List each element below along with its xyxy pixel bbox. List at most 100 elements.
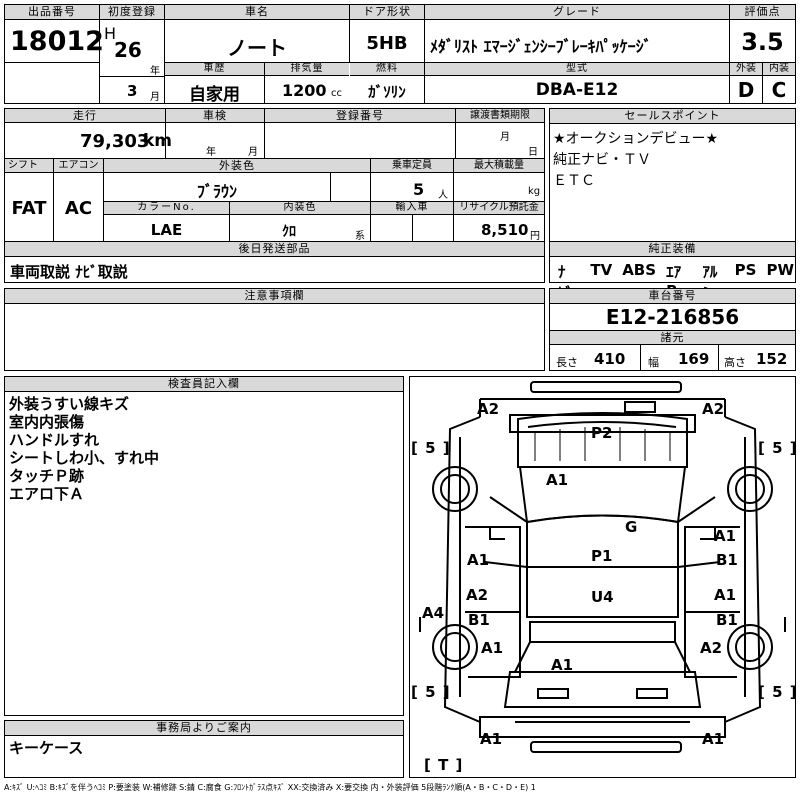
tire-spare: [ T ] bbox=[424, 756, 464, 774]
history-label: 車歴 bbox=[165, 63, 264, 76]
chassis-number: E12-216856 bbox=[605, 305, 740, 329]
displacement: 1200 bbox=[282, 81, 327, 100]
equipment-label: 純正装備 bbox=[550, 242, 795, 257]
mark-g-windshield: G bbox=[625, 518, 638, 536]
capacity: 5 bbox=[413, 180, 425, 199]
car-name: ノート bbox=[227, 36, 287, 60]
ext-grade: D bbox=[737, 78, 755, 102]
inspector-box bbox=[4, 376, 404, 716]
load-unit: kg bbox=[528, 186, 541, 197]
office-notes: キーケース bbox=[9, 739, 84, 757]
recycle-unit: 円 bbox=[530, 231, 540, 242]
mark-p1-roof: P1 bbox=[591, 547, 613, 565]
fuel: ｶﾞｿﾘﾝ bbox=[368, 83, 406, 101]
grade-label: グレード bbox=[425, 5, 729, 20]
transfer-month-unit: 月 bbox=[500, 132, 510, 143]
shift: FAT bbox=[11, 198, 47, 219]
height: 152 bbox=[756, 350, 788, 368]
equipment-item: ABS bbox=[622, 261, 657, 279]
equipment-list: ﾅﾋﾞ TV ABS ｴｱB ｱﾙﾐ PS PW bbox=[558, 261, 794, 303]
air-conditioner: AC bbox=[64, 198, 93, 219]
interior-color: ｸﾛ bbox=[282, 224, 296, 240]
reg-month: 3 bbox=[127, 82, 138, 100]
model: DBA-E12 bbox=[535, 80, 619, 100]
interior-color-unit: 系 bbox=[355, 231, 365, 242]
mark-a1-left-quarter: A1 bbox=[481, 639, 504, 657]
exterior-color: ﾌﾞﾗｳﾝ bbox=[196, 182, 237, 201]
mark-b1-right-front: B1 bbox=[716, 551, 738, 569]
length: 410 bbox=[594, 350, 626, 368]
mileage-label: 走行 bbox=[5, 109, 165, 123]
mark-a1-right-front: A1 bbox=[714, 527, 737, 545]
displacement-label: 排気量 bbox=[265, 63, 349, 76]
caution-label: 注意事項欄 bbox=[5, 289, 544, 304]
color-number: LAE bbox=[150, 221, 183, 239]
capacity-unit: 人 bbox=[438, 190, 448, 201]
model-label: 型式 bbox=[425, 63, 729, 76]
mark-a2-front-left: A2 bbox=[477, 400, 500, 418]
inspector-notes: 外装うすい線キズ 室内内張傷 ハンドルすれ シートしわ小、すれ中 タッチＰ跡 エ… bbox=[9, 395, 160, 503]
mark-a1-right-rear: A1 bbox=[714, 586, 737, 604]
caution-box bbox=[4, 288, 545, 371]
sales-points-label: セールスポイント bbox=[550, 109, 795, 124]
car-outline bbox=[419, 381, 786, 753]
mark-b1-left-rear: B1 bbox=[468, 611, 490, 629]
door-type: 5HB bbox=[366, 33, 408, 54]
mark-p2-hood: P2 bbox=[591, 424, 613, 442]
tire-front-right: [ 5 ] bbox=[758, 439, 798, 457]
equipment-box bbox=[549, 241, 796, 283]
car-diagram bbox=[409, 376, 796, 778]
reg-year: 26 bbox=[114, 38, 142, 62]
shift-label: シフト bbox=[5, 159, 53, 173]
interior-color-label: 内装色 bbox=[230, 202, 370, 215]
later-parts: 車両取説 ﾅﾋﾞ取説 bbox=[10, 263, 128, 281]
office-label: 事務局よりご案内 bbox=[5, 721, 403, 736]
insp-year-unit: 年 bbox=[206, 147, 216, 158]
mark-a2-front-right: A2 bbox=[702, 400, 725, 418]
height-label: 高さ bbox=[724, 356, 746, 369]
inspection-label: 車検 bbox=[166, 109, 264, 123]
displacement-unit: cc bbox=[331, 88, 342, 99]
mark-a1-hatch: A1 bbox=[551, 656, 574, 674]
mark-u4-floor: U4 bbox=[591, 588, 614, 606]
mileage: 79,303 bbox=[80, 131, 150, 152]
year-unit: 年 bbox=[150, 66, 160, 77]
door-label: ドア形状 bbox=[350, 5, 424, 20]
int-label: 内装 bbox=[763, 63, 795, 76]
width: 169 bbox=[678, 350, 710, 368]
regno-label: 登録番号 bbox=[265, 109, 455, 123]
recycle-fee: 8,510 bbox=[481, 221, 529, 239]
month-unit: 月 bbox=[150, 92, 160, 103]
lot-number: 18012 bbox=[10, 26, 104, 57]
ac-label: エアコン bbox=[54, 159, 103, 173]
chassis-box bbox=[549, 288, 796, 371]
import-label: 輸入車 bbox=[371, 202, 453, 215]
mark-a1-rear-bumper-right: A1 bbox=[702, 730, 725, 748]
grade: ﾒﾀﾞﾘｽﾄ ｴﾏｰｼﾞｪﾝｼｰﾌﾞﾚｰｷﾊﾟｯｹｰｼﾞ bbox=[430, 37, 652, 56]
equipment-item: TV bbox=[590, 261, 613, 279]
color-label: 外装色 bbox=[104, 159, 370, 173]
ext-label: 外装 bbox=[730, 63, 762, 76]
colorno-label: カラーNo. bbox=[104, 202, 229, 215]
transfer-day-unit: 日 bbox=[528, 147, 538, 158]
mark-a2-right-quarter: A2 bbox=[700, 639, 723, 657]
tire-rear-left: [ 5 ] bbox=[411, 683, 451, 701]
mark-a4-left-side: A4 bbox=[422, 604, 445, 622]
equipment-item: PW bbox=[766, 261, 795, 279]
mark-a1-windshield: A1 bbox=[546, 471, 569, 489]
sales-points: ★オークションデビュー★ 純正ナビ・ＴＶ ＥＴＣ bbox=[553, 131, 719, 189]
mark-b1-right-rear: B1 bbox=[716, 611, 738, 629]
width-label: 幅 bbox=[648, 356, 659, 369]
dims-label: 諸元 bbox=[550, 330, 795, 345]
car-name-label: 車名 bbox=[165, 5, 349, 20]
capacity-label: 乗車定員 bbox=[371, 159, 453, 173]
equipment-item: PS bbox=[734, 261, 757, 279]
int-grade: C bbox=[771, 78, 787, 102]
details-table bbox=[4, 108, 545, 242]
chassis-label: 車台番号 bbox=[550, 289, 795, 304]
later-parts-box bbox=[4, 241, 545, 283]
score-label: 評価点 bbox=[730, 5, 795, 20]
transfer-label: 譲渡書類期限 bbox=[456, 109, 544, 123]
era: H bbox=[104, 24, 117, 43]
mark-a1-left-front: A1 bbox=[467, 551, 490, 569]
